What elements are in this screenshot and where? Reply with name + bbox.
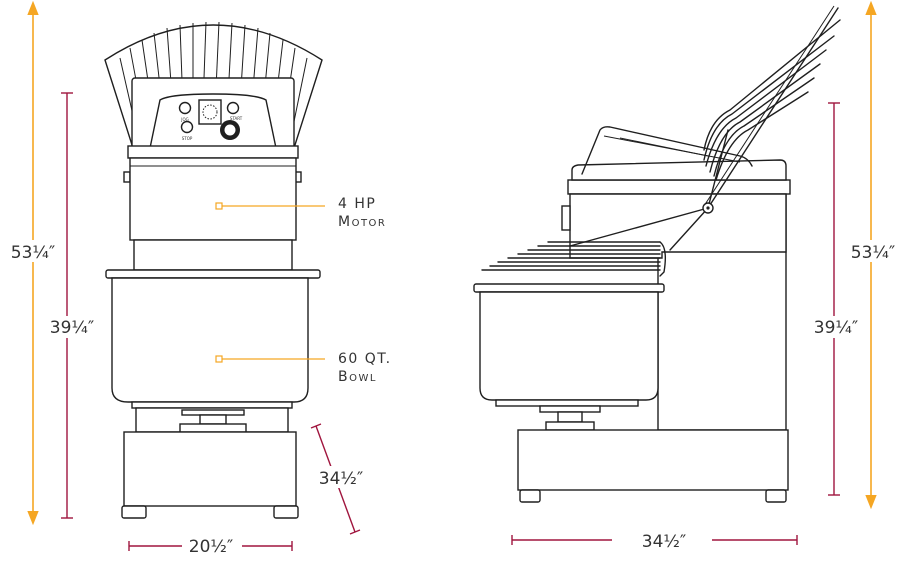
side-overall-height-mask	[843, 240, 903, 262]
motor-neck	[133, 239, 293, 271]
side-head-lip	[567, 179, 791, 195]
side-body-height-label: 39¼″	[814, 318, 858, 338]
lowered-guard-bars	[481, 241, 667, 277]
side-bowl-rim	[473, 283, 665, 293]
side-head-top	[571, 159, 787, 181]
side-head	[569, 193, 787, 259]
side-bowl-shaft	[557, 411, 583, 423]
side-length-mask	[612, 530, 712, 552]
side-overall-height-label: 53¼″	[851, 243, 895, 263]
front-overall-height-mask	[6, 240, 68, 262]
bowl-shaft	[199, 414, 227, 425]
jog-button	[178, 101, 192, 115]
front-width-mask	[182, 536, 242, 556]
front-head-lip	[127, 145, 299, 159]
side-coupling-plate	[545, 421, 595, 431]
motor-callout-line1: 4 HP	[338, 196, 376, 212]
front-foot-right	[273, 505, 299, 519]
side-view: 53¼″ 39¼″ 34½″	[473, 0, 903, 552]
guard-link-upper	[569, 207, 709, 247]
side-foot-right	[765, 489, 787, 503]
side-length-label: 34½″	[642, 532, 686, 552]
motor-callout: 4 HP Motor	[215, 196, 386, 230]
front-depth-mask	[312, 466, 372, 488]
control-panel: JOG STOP START	[178, 99, 243, 141]
coupling-plate	[179, 423, 247, 433]
front-bowl	[111, 277, 309, 403]
side-body-height-mask	[808, 316, 864, 338]
front-depth-label: 34½″	[319, 469, 363, 489]
front-width-label: 20½″	[189, 537, 233, 557]
front-view: JOG STOP START 53¼″ 39¼″	[6, 0, 392, 557]
bowl-support-ring	[131, 401, 293, 409]
start-label: START	[230, 116, 243, 121]
front-body-height-label: 39¼″	[50, 318, 94, 338]
guard-link-lower	[669, 207, 709, 251]
front-bowl-rim	[105, 269, 321, 279]
guard-link-arm	[707, 129, 729, 209]
guard-frame	[581, 126, 753, 175]
bowl-callout-line1: 60 QT.	[338, 351, 392, 367]
raised-guard	[703, 5, 841, 209]
side-bowl	[479, 291, 659, 401]
side-bowl-coupling	[539, 405, 601, 413]
timer-display	[198, 99, 222, 125]
front-body-height-mask	[44, 316, 104, 338]
side-base	[517, 429, 789, 491]
side-foot-left	[519, 489, 541, 503]
left-latch	[123, 171, 131, 183]
bowl-coupling	[181, 409, 245, 416]
bowl-callout: 60 QT. Bowl	[215, 351, 392, 385]
motor-callout-line2: Motor	[338, 214, 386, 230]
motor-housing	[129, 157, 297, 241]
side-bowl-ring	[495, 399, 639, 407]
side-motor-cap	[561, 205, 571, 231]
jog-label: JOG	[180, 117, 188, 122]
front-overall-height-label: 53¼″	[11, 243, 55, 263]
front-foot-left	[121, 505, 147, 519]
stop-button	[180, 120, 194, 134]
start-button	[226, 101, 240, 115]
stop-label: STOP	[182, 136, 193, 141]
bowl-callout-line2: Bowl	[338, 369, 377, 385]
front-base	[123, 431, 297, 507]
